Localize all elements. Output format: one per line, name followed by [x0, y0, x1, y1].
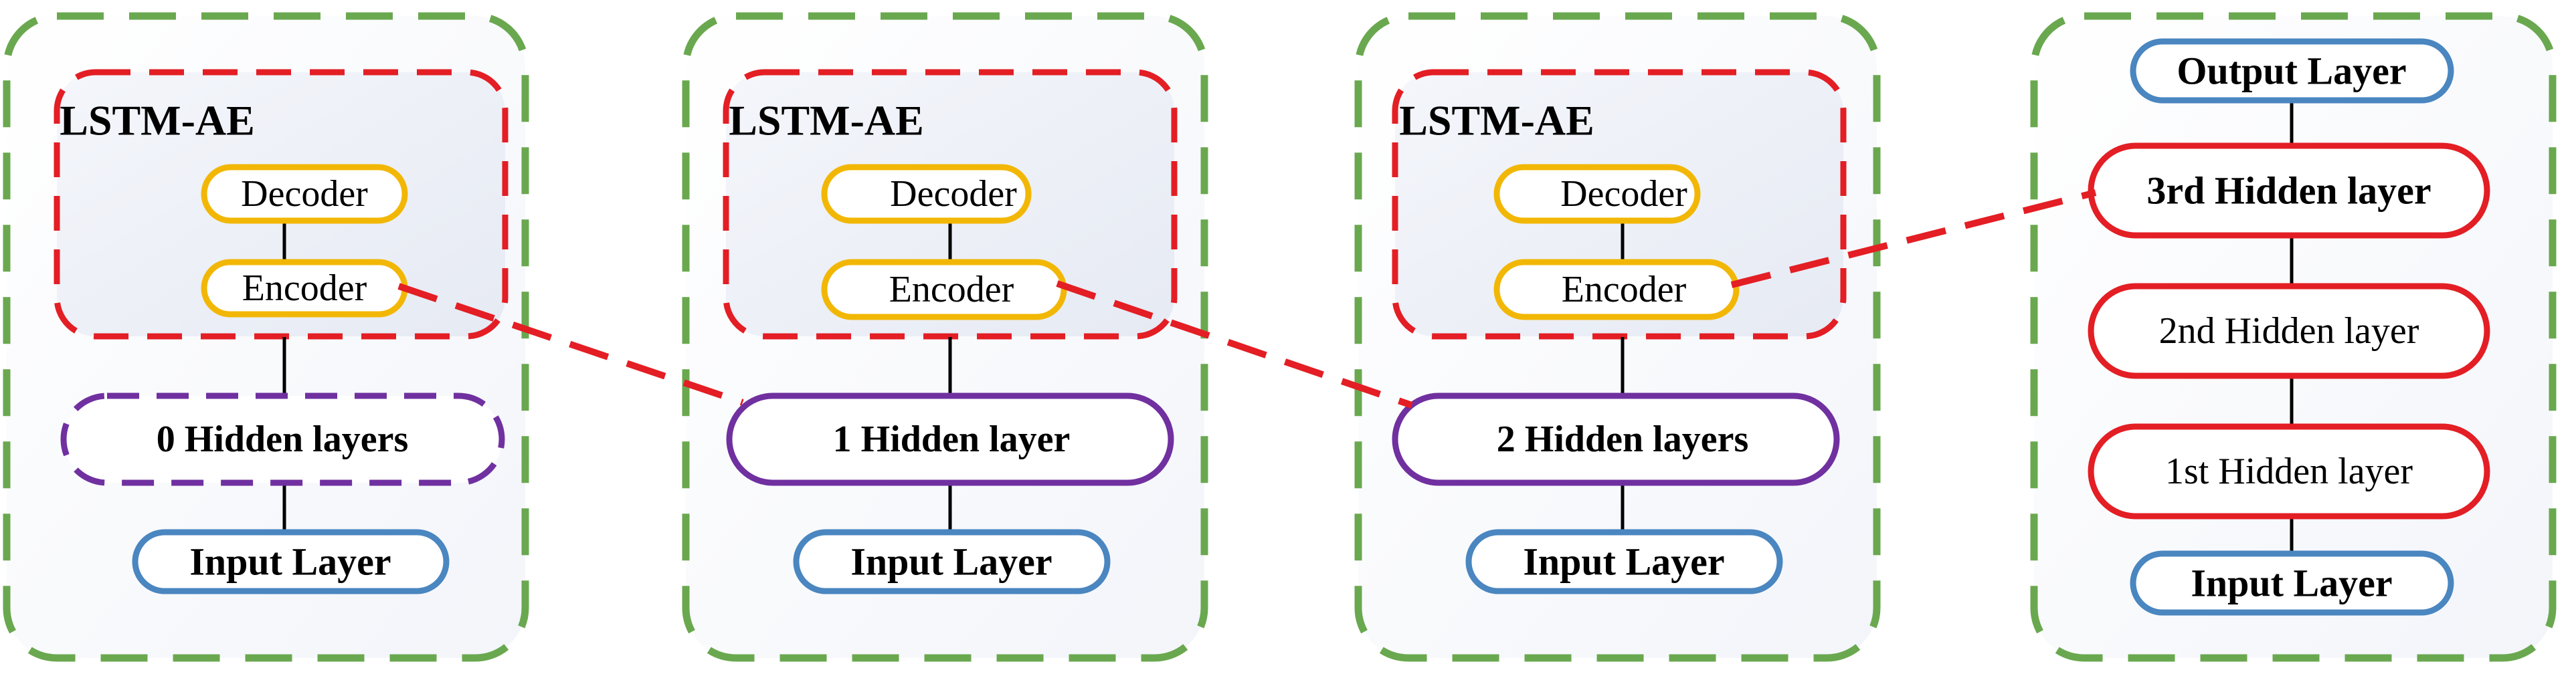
encoder-label: Encoder [1562, 269, 1687, 310]
decoder-label: Decoder [1560, 173, 1687, 215]
output-layer-node [2130, 38, 2454, 104]
hidden-layer-1-node [2088, 423, 2490, 520]
hidden-layer-2-label: 2nd Hidden layer [2159, 310, 2419, 352]
output-layer-label: Output Layer [2177, 49, 2406, 93]
lstm-ae-title: LSTM-AE [729, 97, 924, 144]
panel-0-hidden: LSTM-AE Decoder Encoder 0 Hidden layers … [3, 12, 529, 662]
encoder-to-hidden-link-1 [397, 283, 744, 406]
decoder-label: Decoder [241, 173, 368, 215]
input-layer-label: Input Layer [2191, 562, 2392, 605]
input-layer-node [1465, 529, 1783, 594]
hidden-layer-1-label: 1st Hidden layer [2165, 451, 2413, 492]
encoder-to-final-link [1730, 189, 2097, 288]
hidden-layer-label: 0 Hidden layers [157, 419, 408, 460]
hidden-layer-label: 1 Hidden layer [833, 419, 1071, 460]
encoder-label: Encoder [889, 269, 1014, 310]
input-layer-node [132, 529, 450, 594]
decoder-node [1493, 164, 1701, 224]
input-layer-label: Input Layer [189, 540, 391, 584]
panel-final-model: Output Layer 3rd Hidden layer 2nd Hidden… [2030, 12, 2557, 662]
encoder-label: Encoder [242, 267, 367, 309]
hidden-layer-node [1392, 392, 1840, 486]
decoder-node [201, 164, 408, 224]
lstm-ae-title: LSTM-AE [60, 97, 255, 144]
lstm-ae-title: LSTM-AE [1399, 97, 1594, 144]
hidden-layer-3-label: 3rd Hidden layer [2146, 169, 2431, 213]
decoder-label: Decoder [890, 173, 1017, 215]
input-layer-node [793, 529, 1111, 594]
input-layer-label: Input Layer [850, 540, 1052, 584]
panel-2-hidden: LSTM-AE Decoder Encoder 2 Hidden layers … [1354, 12, 1881, 662]
hidden-layer-node [726, 392, 1174, 486]
panel-1-hidden: LSTM-AE Decoder Encoder 1 Hidden layer I… [682, 12, 1208, 662]
encoder-node [821, 259, 1067, 320]
encoder-to-hidden-link-2 [1056, 280, 1413, 409]
hidden-layer-label: 2 Hidden layers [1497, 419, 1748, 460]
encoder-node [1493, 259, 1740, 320]
hidden-layer-node [60, 392, 505, 486]
input-layer-node [2130, 550, 2454, 616]
hidden-layer-2-node [2088, 283, 2490, 379]
input-layer-label: Input Layer [1523, 540, 1724, 584]
decoder-node [821, 164, 1032, 224]
